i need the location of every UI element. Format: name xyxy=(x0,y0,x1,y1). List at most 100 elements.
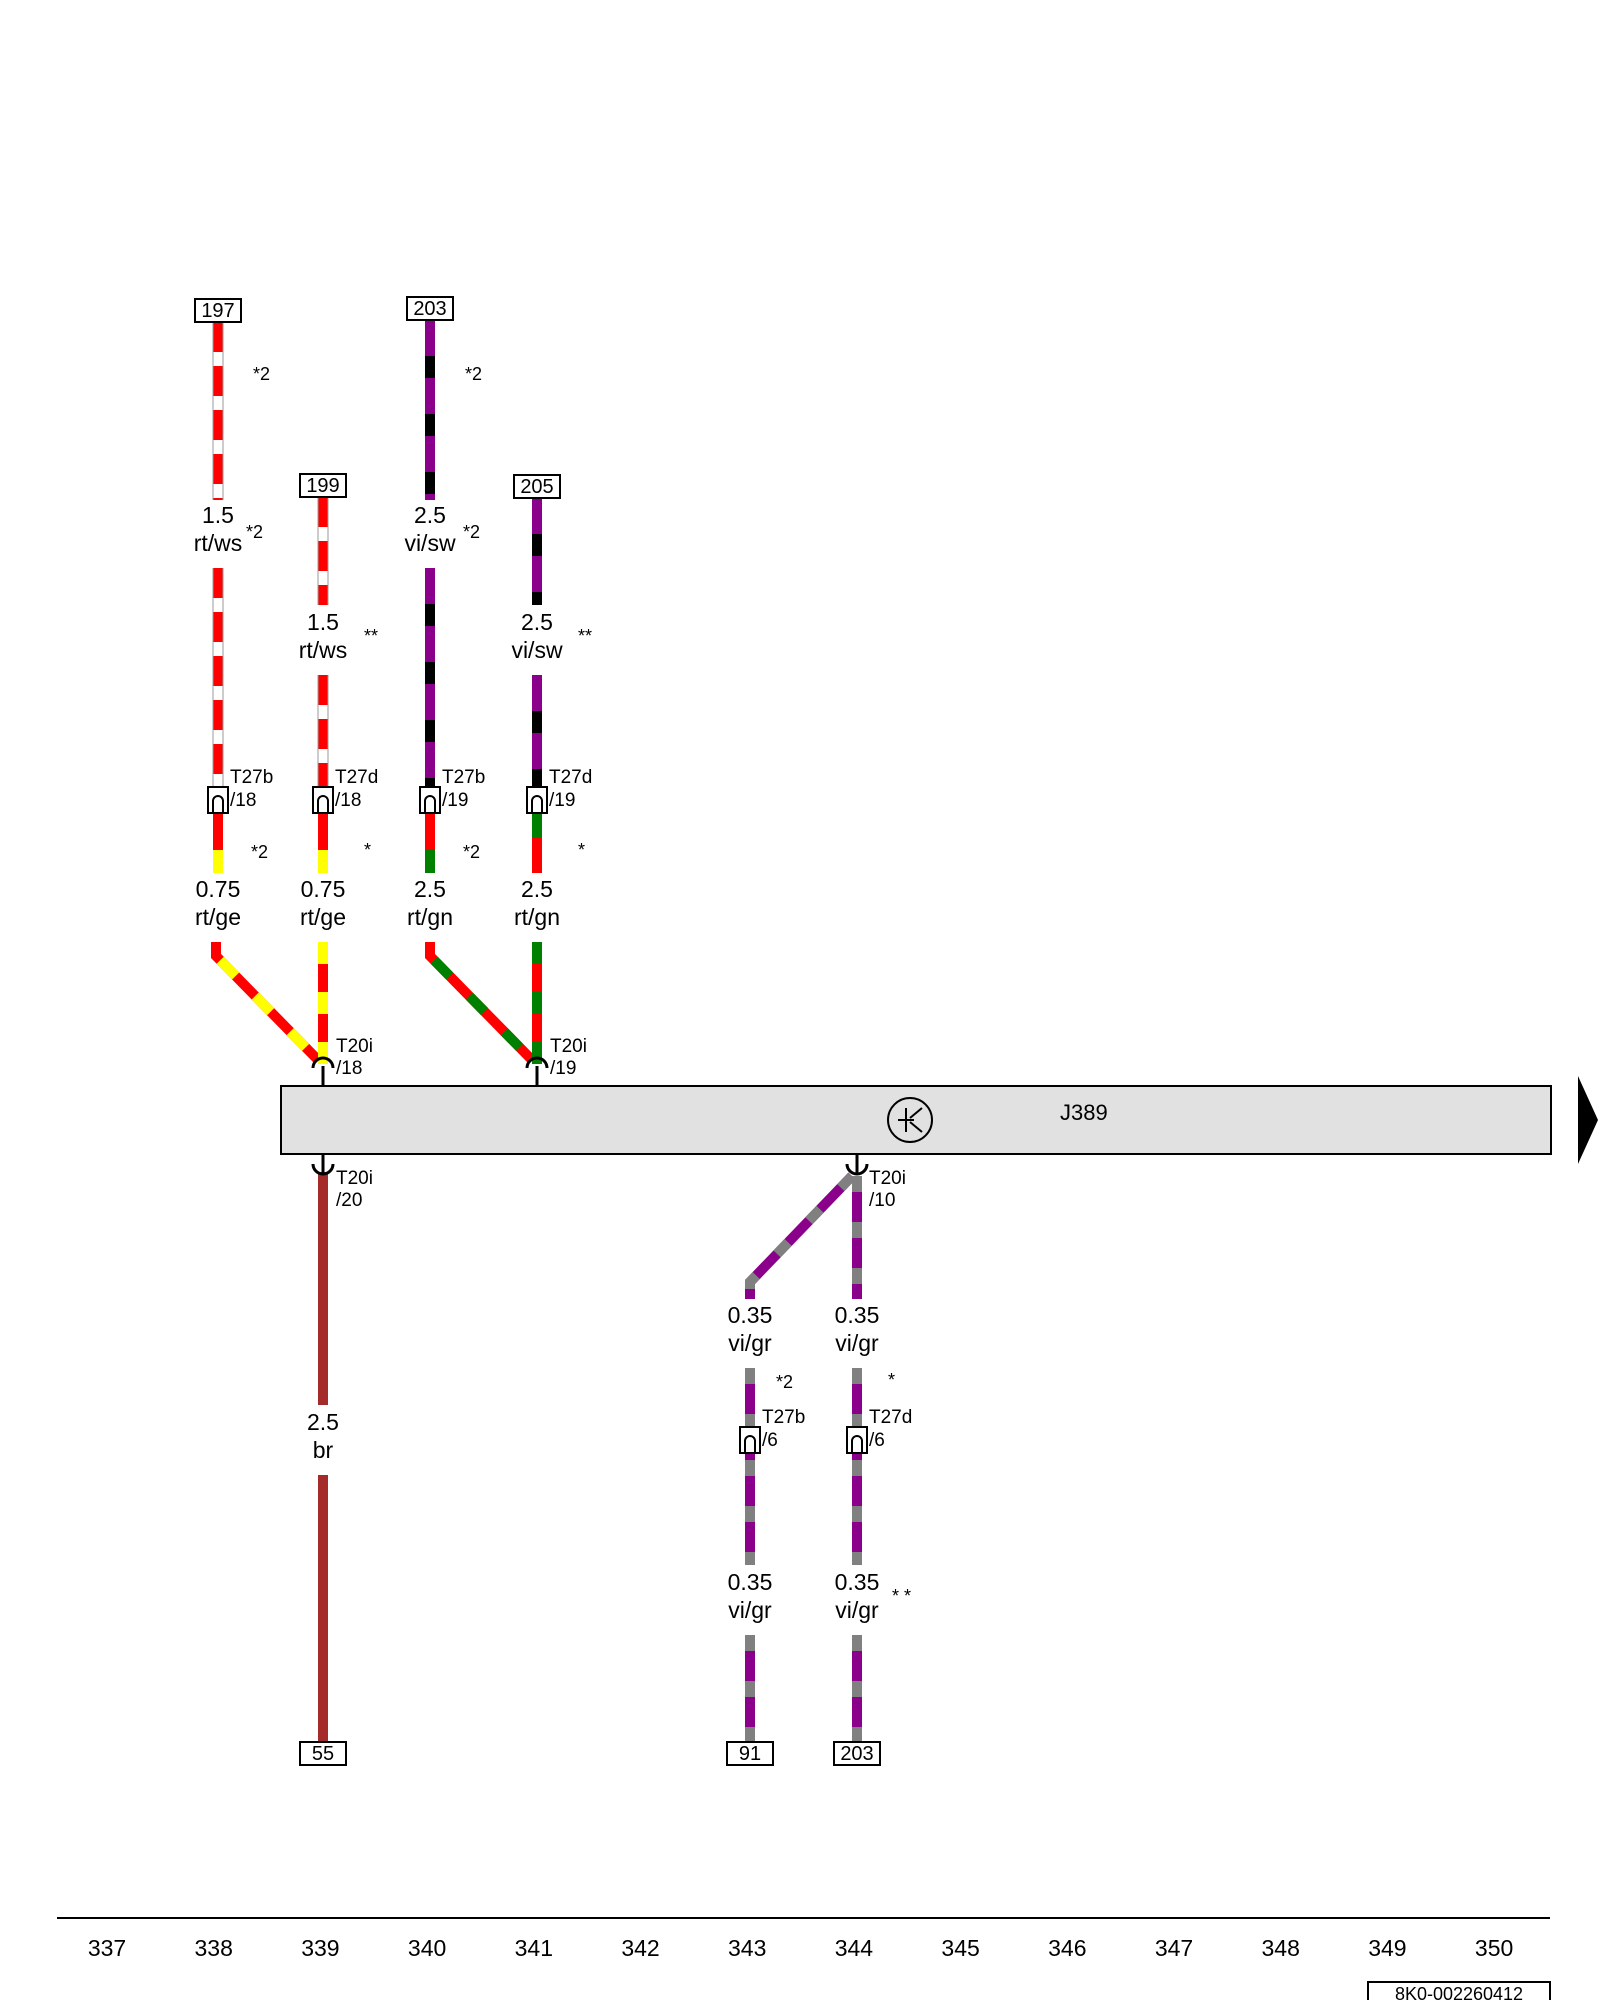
wire-size: 0.35 xyxy=(728,1569,773,1595)
connector-icon xyxy=(312,786,334,814)
scale-number: 348 xyxy=(1262,1935,1300,1961)
connector-name: T27d xyxy=(869,1407,912,1428)
scale-number: 342 xyxy=(621,1935,659,1961)
footnote-marker: *2 xyxy=(463,522,480,542)
scale-number: 343 xyxy=(728,1935,766,1961)
connector-name: T27b xyxy=(442,767,485,788)
scale-number: 345 xyxy=(941,1935,979,1961)
control-unit-label: J389 xyxy=(1060,1100,1108,1125)
wire-color: vi/gr xyxy=(728,1597,772,1623)
pin-label-name: T20i xyxy=(869,1168,906,1189)
wire-color: vi/gr xyxy=(835,1330,879,1356)
pin-label-number: /20 xyxy=(336,1190,362,1211)
wire-color: vi/gr xyxy=(835,1597,879,1623)
pin-terminal-icon xyxy=(845,1154,869,1176)
reference-box xyxy=(406,296,454,321)
wire-size: 1.5 xyxy=(202,502,234,528)
footnote-marker: ** xyxy=(578,626,592,646)
connector-name: T27d xyxy=(335,767,378,788)
wire-color: rt/ws xyxy=(299,637,348,663)
connector-pin: /6 xyxy=(762,1430,778,1451)
footnote-marker: * xyxy=(578,840,585,860)
control-unit-box xyxy=(280,1085,1552,1155)
connector-pin: /18 xyxy=(230,790,256,811)
wire-vi-gr-diagonal xyxy=(745,1172,856,1299)
reference-number: 197 xyxy=(201,300,234,322)
reference-number: 199 xyxy=(306,475,339,497)
wire-color: br xyxy=(313,1437,334,1463)
scale-number: 337 xyxy=(88,1935,126,1961)
pin-terminal-icon xyxy=(525,1056,549,1086)
scale-number: 347 xyxy=(1155,1935,1193,1961)
wire-rt-gn-diagonal xyxy=(425,942,536,1064)
scale-number: 339 xyxy=(301,1935,339,1961)
wire-color: vi/sw xyxy=(404,530,456,556)
reference-box xyxy=(299,1741,347,1766)
reference-number: 91 xyxy=(739,1743,761,1765)
doc-number-box xyxy=(1367,1981,1551,2005)
wire-size: 0.75 xyxy=(301,876,346,902)
wire-color: rt/gn xyxy=(407,904,453,930)
footnote-marker: * xyxy=(364,840,371,860)
reference-number: 55 xyxy=(312,1743,334,1765)
continuation-arrow-icon xyxy=(1578,1076,1598,1164)
connector-pin: /18 xyxy=(335,790,361,811)
footnote-marker: *2 xyxy=(465,364,482,384)
scale-number: 344 xyxy=(835,1935,874,1961)
pin-terminal-icon xyxy=(311,1154,335,1176)
footnote-marker: *2 xyxy=(246,522,263,542)
wire-size: 2.5 xyxy=(521,609,553,635)
reference-number: 203 xyxy=(413,298,446,320)
connector-icon xyxy=(419,786,441,814)
scale-number: 349 xyxy=(1368,1935,1406,1961)
connector-icon xyxy=(846,1426,868,1454)
wire-rt-ge-diagonal xyxy=(211,942,322,1064)
connector-pin: /6 xyxy=(869,1430,885,1451)
scale-number: 340 xyxy=(408,1935,446,1961)
wire-size: 2.5 xyxy=(414,502,446,528)
doc-number: 8K0-002260412 xyxy=(1395,1984,1523,2000)
pin-label-name: T20i xyxy=(336,1036,373,1057)
pin-label-name: T20i xyxy=(336,1168,373,1189)
connector-icon xyxy=(526,786,548,814)
pin-label-name: T20i xyxy=(550,1036,587,1057)
reference-box xyxy=(833,1741,881,1766)
wire-size: 2.5 xyxy=(414,876,446,902)
wire-size: 0.75 xyxy=(196,876,241,902)
reference-box xyxy=(299,473,347,498)
wire-color: rt/ge xyxy=(300,904,346,930)
reference-box xyxy=(194,298,242,323)
connector-name: T27b xyxy=(230,767,273,788)
footnote-marker: *2 xyxy=(251,842,268,862)
wire-color: rt/ge xyxy=(195,904,241,930)
connector-icon xyxy=(207,786,229,814)
scale-number: 338 xyxy=(195,1935,233,1961)
transistor-symbol-icon xyxy=(887,1097,933,1143)
scale-number: 350 xyxy=(1475,1935,1513,1961)
wire-color: vi/sw xyxy=(511,637,563,663)
footnote-marker: * xyxy=(888,1370,895,1390)
footnote-marker: * * xyxy=(892,1586,911,1606)
reference-box xyxy=(513,474,561,499)
wire-size: 2.5 xyxy=(307,1409,339,1435)
wire-size: 2.5 xyxy=(521,876,553,902)
wire-color: rt/gn xyxy=(514,904,560,930)
footnote-marker: *2 xyxy=(253,364,270,384)
connector-icon xyxy=(739,1426,761,1454)
wire-size: 0.35 xyxy=(835,1569,880,1595)
pin-label-number: /19 xyxy=(550,1058,576,1079)
scale-number: 346 xyxy=(1048,1935,1086,1961)
footnote-marker: *2 xyxy=(776,1372,793,1392)
footnote-marker: *2 xyxy=(463,842,480,862)
reference-box xyxy=(726,1741,774,1766)
wire-color: vi/gr xyxy=(728,1330,772,1356)
wire-size: 1.5 xyxy=(307,609,339,635)
pin-label-number: /18 xyxy=(336,1058,362,1079)
pin-label-number: /10 xyxy=(869,1190,895,1211)
wire-size: 0.35 xyxy=(835,1302,880,1328)
pin-terminal-icon xyxy=(311,1056,335,1086)
reference-number: 205 xyxy=(520,476,553,498)
